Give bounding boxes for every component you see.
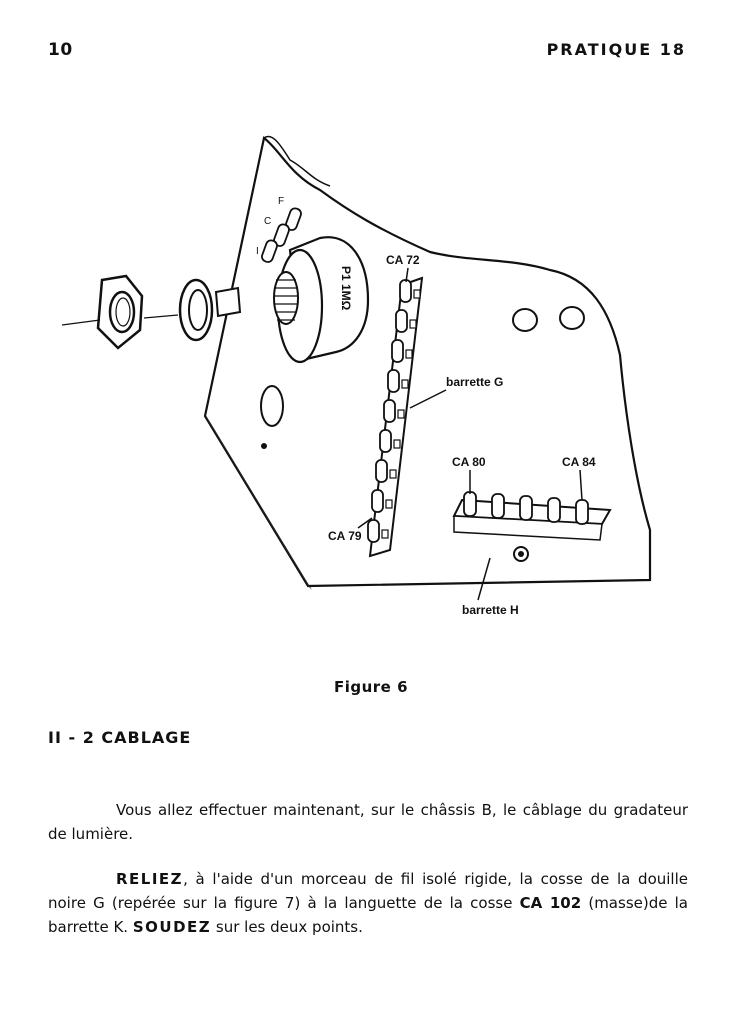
section-heading: II - 2 CABLAGE [48,728,192,747]
barrette-h-strip [452,491,612,562]
action-souder: SOUDEZ [132,918,212,936]
instruction-text-3: sur les deux points. [211,918,363,936]
paragraph-intro: Vous allez effectuer maintenant, sur le … [48,801,688,843]
page-number: 10 [48,40,73,60]
terminal-i-label: I [256,246,259,257]
pot-value-label: P1 1MΩ [339,266,353,311]
instruction-text-2: (masse)de la barrette K. [48,894,688,936]
assembly-axis [61,319,101,326]
paragraph-instructions: RELIEZ, à l'aide d'un morceau de fil iso… [48,867,688,939]
chassis-hole-right-1 [512,308,538,332]
terminal-c-label: C [264,216,271,227]
label-ca79: CA 79 [328,529,362,543]
label-ca80: CA 80 [452,455,486,469]
label-ca72: CA 72 [386,253,420,267]
chassis-hole-right-2 [559,306,585,330]
chassis-hole-large [260,385,284,427]
potentiometer-p1: P1 1MΩ [273,236,370,364]
label-ca84: CA 84 [562,455,596,469]
pot-shaft [214,286,242,318]
label-barrette-g: barrette G [446,375,503,389]
ca102-ref: CA 102 [519,894,582,912]
hex-nut [96,274,144,350]
action-relier: RELIEZ [116,870,184,888]
washer [178,278,214,342]
running-title: PRATIQUE 18 [546,40,686,59]
figure-6-illustration: P1 1MΩ F C I [50,120,710,640]
barrette-g-strip [367,276,424,558]
instruction-text-1: , à l'aide d'un morceau de fil isolé rig… [48,870,688,912]
chassis-torn-edge [263,135,331,187]
chassis-side-face [205,416,312,590]
pot-terminals [261,207,302,263]
chassis-drawing: P1 1MΩ F C I [61,135,652,617]
chassis-hole-small [261,443,267,449]
label-barrette-h: barrette H [462,603,519,617]
figure-caption: Figure 6 [333,678,409,696]
terminal-f-label: F [278,196,284,207]
